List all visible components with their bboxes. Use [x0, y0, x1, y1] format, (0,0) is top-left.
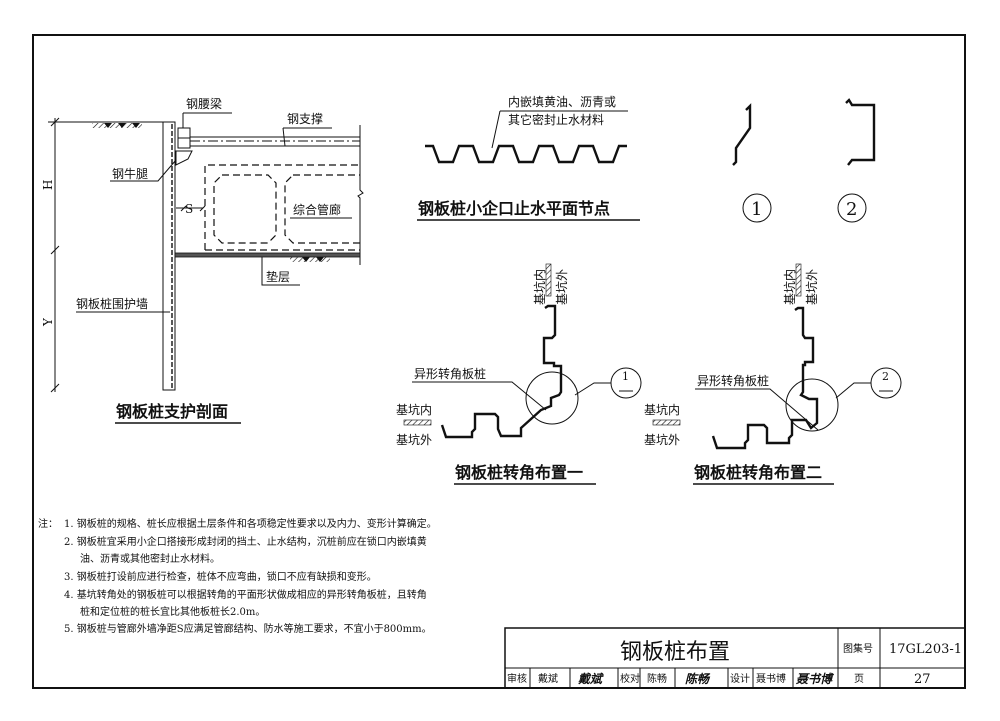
atlas-number: 17GL203-1: [889, 642, 962, 657]
check-signature: 陈畅: [685, 672, 711, 686]
corner2-pile-label: 异形转角板桩: [697, 373, 769, 388]
review-signature: 戴斌: [578, 672, 604, 686]
label-bracket: 钢牛腿: [112, 166, 148, 181]
note-line: 5. 钢板桩与管廊外墙净距S应满足管廊结构、防水等施工要求，不宜小于800mm。: [64, 622, 432, 635]
joint-note-2: 其它密封止水材料: [508, 112, 604, 127]
label-spacing: S: [185, 202, 193, 216]
notes-prefix: 注：: [38, 517, 58, 530]
bracket: [175, 150, 193, 166]
section-title: 钢板桩支护剖面: [116, 402, 228, 421]
corner1-inside: 基坑内: [396, 402, 432, 417]
title-block: 钢板桩布置 图集号 17GL203-1 页 27 审核 戴斌 戴斌 校对 陈畅 …: [504, 627, 966, 689]
joint-title: 钢板桩小企口止水平面节点: [418, 199, 610, 218]
soil-hatch: [92, 123, 142, 128]
label-waler: 钢腰梁: [186, 96, 222, 111]
corner-layout-1: 基坑内 基坑外 1 异形转角板桩 基坑内 基坑外 钢板桩转角布置一: [396, 263, 642, 485]
note-line: 桩和定位桩的桩长宜比其他板桩长2.0m。: [80, 605, 265, 618]
drawing-title: 钢板桩布置: [620, 640, 730, 665]
corner1-title: 钢板桩转角布置一: [455, 463, 583, 482]
corner2-inside: 基坑内: [644, 402, 680, 417]
corridor-outline: [204, 164, 360, 251]
design-name: 聂书博: [756, 672, 786, 685]
page-label: 页: [854, 673, 864, 685]
dim-h: H: [41, 180, 55, 190]
corner1-inside-v: 基坑内: [532, 269, 547, 305]
corner2-title: 钢板桩转角布置二: [694, 463, 822, 482]
corner2-outside: 基坑外: [644, 432, 680, 447]
label-corridor: 综合管廊: [293, 202, 341, 217]
joint-note-1: 内嵌填黄油、沥青或: [508, 95, 616, 109]
corner1-ref-mark: 1: [622, 370, 629, 383]
corner1-outside: 基坑外: [396, 432, 432, 447]
atlas-label: 图集号: [843, 642, 873, 655]
corner1-outside-v: 基坑外: [554, 269, 569, 305]
detail-1: 1: [732, 103, 772, 223]
design-signature: 聂书博: [795, 672, 835, 686]
note-line: 3. 钢板桩打设前应进行检查，桩体不应弯曲，锁口不应有缺损和变形。: [64, 570, 377, 583]
note-line: 1. 钢板桩的规格、桩长应根据土层条件和各项稳定性要求以及内力、变形计算确定。: [64, 517, 437, 530]
sheet-pile-wall: [162, 121, 176, 391]
check-label: 校对: [620, 672, 640, 685]
label-wall: 钢板桩围护墙: [76, 296, 148, 311]
detail-mark-1: 1: [751, 199, 762, 220]
dim-y: Y: [41, 317, 55, 327]
page-number: 27: [914, 672, 931, 687]
corner2-inside-v: 基坑内: [782, 269, 797, 305]
corner1-pile-label: 异形转角板桩: [414, 366, 486, 381]
design-label: 设计: [730, 672, 750, 685]
sheet-frame: [32, 34, 966, 689]
review-label: 审核: [507, 672, 527, 685]
note-line: 油、沥青或其他密封止水材料。: [80, 552, 220, 565]
corner2-ref-mark: 2: [882, 370, 889, 383]
check-name: 陈畅: [647, 672, 667, 685]
label-cushion: 垫层: [266, 269, 290, 284]
corner2-outside-v: 基坑外: [804, 269, 819, 305]
note-line: 4. 基坑转角处的钢板桩可以根据转角的平面形状做成相应的异形转角板桩，且转角: [64, 588, 427, 601]
joint-drawing: 内嵌填黄油、沥青或 其它密封止水材料 钢板桩小企口止水平面节点: [417, 95, 640, 221]
review-name: 戴斌: [538, 672, 558, 685]
detail-2: 2: [837, 98, 876, 223]
note-line: 2. 钢板桩宜采用小企口搭接形成封闭的挡土、止水结构，沉桩前应在锁口内嵌填黄: [64, 535, 427, 548]
section-drawing: 钢腰梁 钢支撑 钢牛腿 S 综合管廊 垫层 钢板桩围护墙 H Y 钢板桩支护剖面: [41, 96, 364, 424]
cushion-layer: [174, 252, 361, 258]
corner-layout-2: 基坑内 基坑外 2 异形转角板桩 基坑内 基坑外 钢板桩转角布置二: [644, 263, 902, 485]
notes: 注： 1. 钢板桩的规格、桩长应根据土层条件和各项稳定性要求以及内力、变形计算确…: [38, 517, 437, 635]
detail-mark-2: 2: [846, 199, 857, 220]
label-strut: 钢支撑: [287, 111, 323, 126]
